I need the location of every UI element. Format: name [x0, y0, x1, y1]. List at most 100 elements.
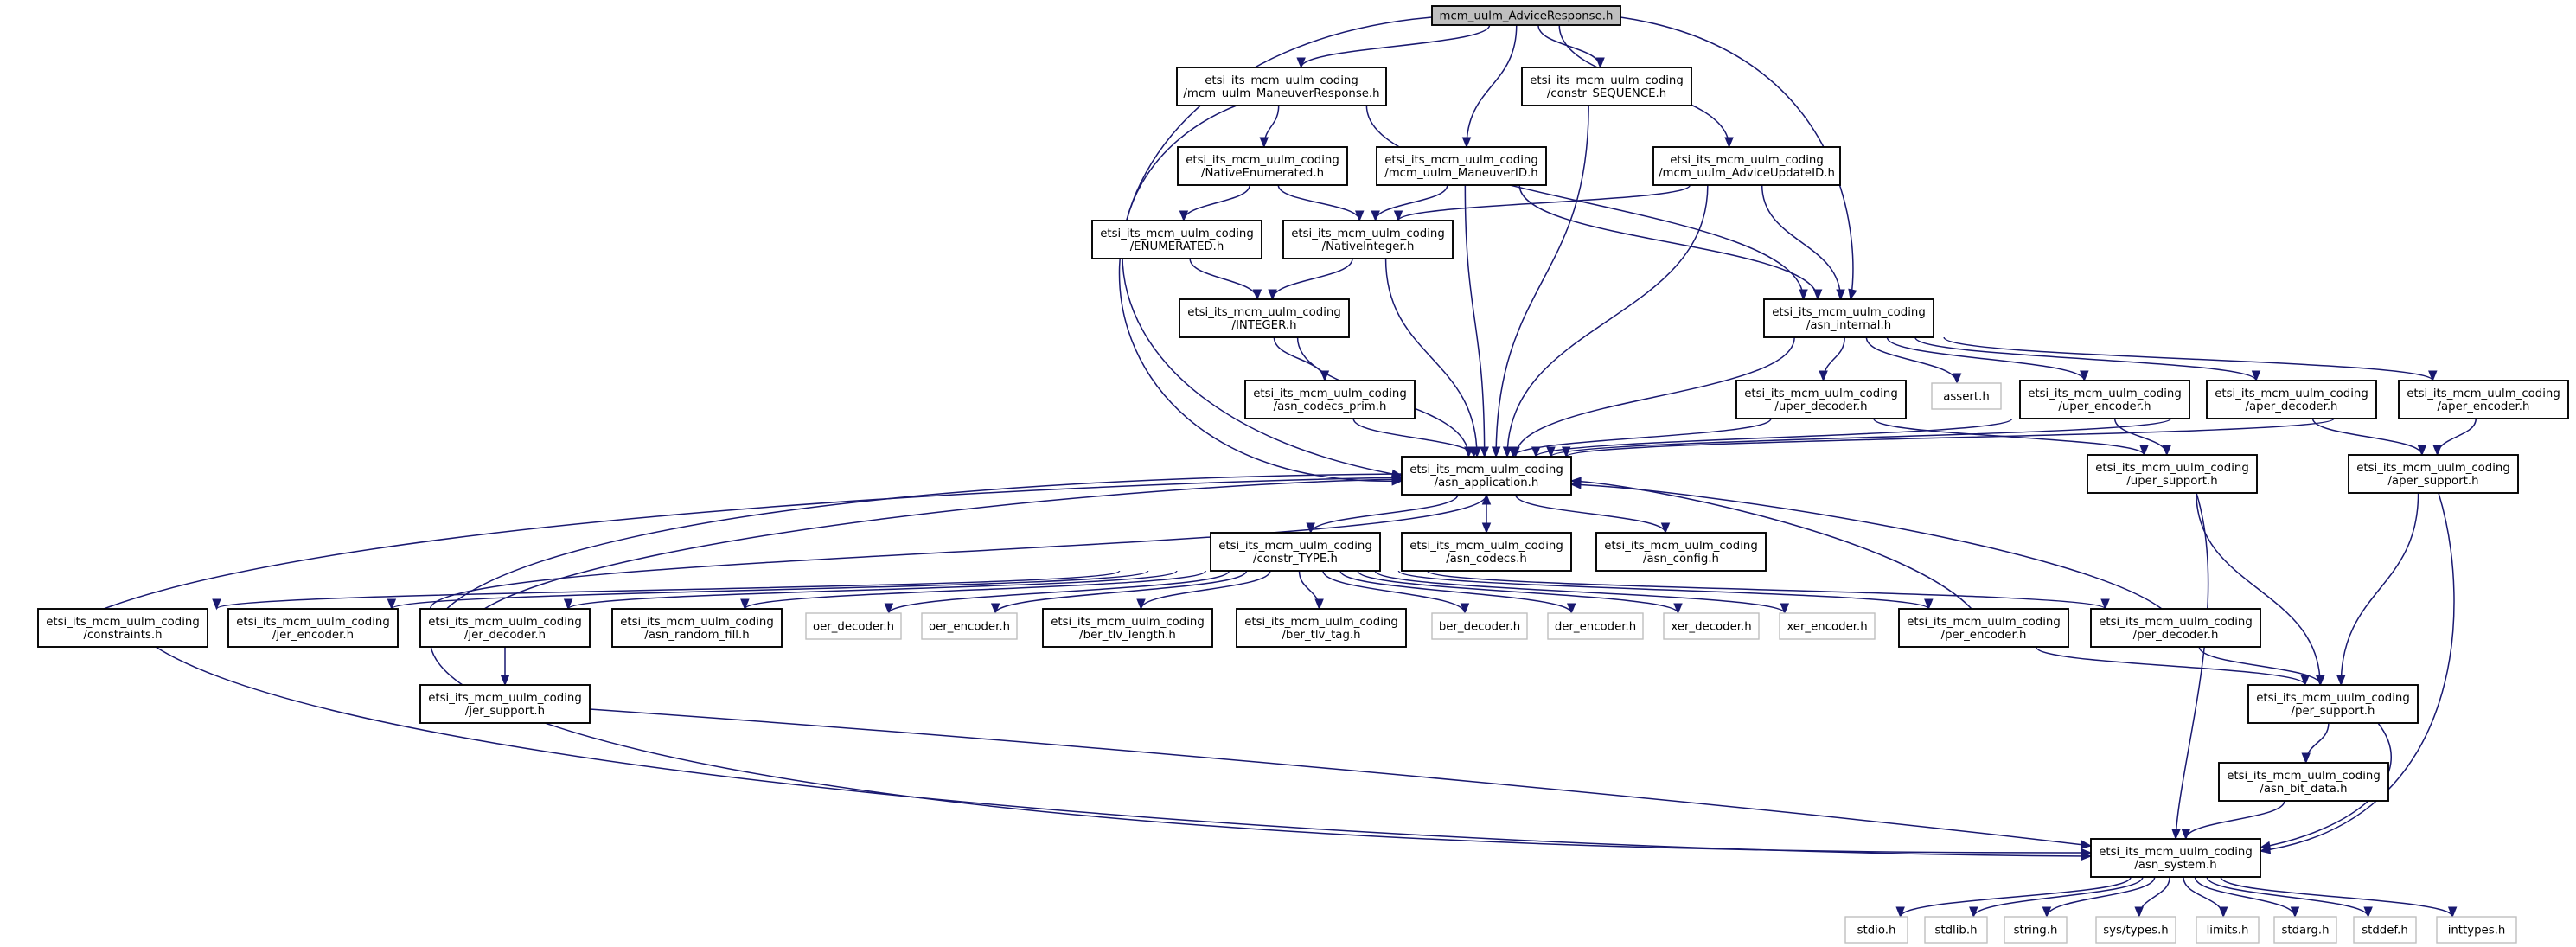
edge-upersupport-to-asnsystem	[2171, 492, 2209, 841]
node-box[interactable]	[2398, 380, 2569, 419]
arrowhead	[2162, 445, 2172, 457]
node-label-line: /asn_bit_data.h	[2260, 783, 2347, 796]
node--enumerated-h[interactable]: etsi_its_mcm_uulm_coding/ENUMERATED.h	[1091, 220, 1262, 259]
node-label-line: /per_decoder.h	[2133, 629, 2219, 642]
arrowhead	[2336, 675, 2346, 687]
node-label-line: etsi_its_mcm_uulm_coding	[1409, 540, 1563, 553]
edge-root-to-maneuverresponse	[1296, 24, 1491, 69]
node--asn-system-h[interactable]: etsi_its_mcm_uulm_coding/asn_system.h	[2090, 838, 2261, 878]
node--ber-tlv-tag-h[interactable]: etsi_its_mcm_uulm_coding/ber_tlv_tag.h	[1236, 608, 1407, 648]
node-box[interactable]	[2087, 454, 2258, 494]
node--asn-codecs-prim-h[interactable]: etsi_its_mcm_uulm_coding/asn_codecs_prim…	[1244, 380, 1416, 419]
node-label-line: etsi_its_mcm_uulm_coding	[2095, 462, 2249, 475]
node-box[interactable]	[2348, 454, 2519, 494]
node-box[interactable]	[1282, 220, 1454, 259]
node-stddef-h: stddef.h	[2353, 916, 2417, 944]
node--constr-type-h[interactable]: etsi_its_mcm_uulm_coding/constr_TYPE.h	[1210, 532, 1381, 572]
node-box[interactable]	[1177, 146, 1348, 186]
node-box[interactable]	[2090, 838, 2261, 878]
edge-asnsystem-to-stdio	[1895, 876, 2132, 918]
edge-asnsystem-to-stdarg	[2194, 876, 2300, 918]
edge-enumerated-to-integer	[1189, 258, 1262, 301]
node-label-line: etsi_its_mcm_uulm_coding	[1100, 227, 1254, 240]
edge-nativeenum-to-enumerated	[1179, 184, 1250, 222]
node-box[interactable]	[2247, 684, 2419, 724]
node-box[interactable]	[419, 684, 591, 724]
node-box[interactable]	[227, 608, 399, 648]
node-box[interactable]	[37, 608, 208, 648]
node-box[interactable]	[1401, 532, 1572, 572]
node--aper-encoder-h[interactable]: etsi_its_mcm_uulm_coding/aper_encoder.h	[2398, 380, 2569, 419]
node--asn-internal-h[interactable]: etsi_its_mcm_uulm_coding/asn_internal.h	[1763, 298, 1934, 338]
node-box[interactable]	[1236, 608, 1407, 648]
node-box[interactable]	[1091, 220, 1262, 259]
edge-line	[994, 570, 1248, 614]
node--integer-h[interactable]: etsi_its_mcm_uulm_coding/INTEGER.h	[1179, 298, 1350, 338]
node-box[interactable]	[1521, 67, 1692, 106]
edge-line	[1309, 494, 1459, 534]
node--constraints-h[interactable]: etsi_its_mcm_uulm_coding/constraints.h	[37, 608, 208, 648]
node-box[interactable]	[2019, 380, 2190, 419]
edge-maneuverid-to-nativeint	[1371, 184, 1448, 222]
node-label-line: etsi_its_mcm_uulm_coding	[2215, 387, 2368, 400]
node-box[interactable]	[1042, 608, 1213, 648]
node-box[interactable]	[1401, 456, 1572, 496]
edge-line	[2183, 876, 2224, 918]
node-label-line: /mcm_uulm_ManeuverID.h	[1384, 167, 1537, 180]
node--nativeenumerated-h[interactable]: etsi_its_mcm_uulm_coding/NativeEnumerate…	[1177, 146, 1348, 186]
node--jer-decoder-h[interactable]: etsi_its_mcm_uulm_coding/jer_decoder.h	[419, 608, 591, 648]
node-box[interactable]	[1735, 380, 1907, 419]
node--asn-bit-data-h[interactable]: etsi_its_mcm_uulm_coding/asn_bit_data.h	[2218, 762, 2389, 802]
node-box[interactable]	[1763, 298, 1934, 338]
node-box[interactable]	[1595, 532, 1767, 572]
node--asn-config-h[interactable]: etsi_its_mcm_uulm_coding/asn_config.h	[1595, 532, 1767, 572]
node--asn-application-h[interactable]: etsi_its_mcm_uulm_coding/asn_application…	[1401, 456, 1572, 496]
node-label-line: /uper_encoder.h	[2058, 400, 2151, 413]
node--mcm-uulm-maneuverid-h[interactable]: etsi_its_mcm_uulm_coding/mcm_uulm_Maneuv…	[1376, 146, 1547, 186]
node-box[interactable]	[2090, 608, 2261, 648]
node-box	[2273, 916, 2337, 944]
node--constr-sequence-h[interactable]: etsi_its_mcm_uulm_coding/constr_SEQUENCE…	[1521, 67, 1692, 106]
node--ber-tlv-length-h[interactable]: etsi_its_mcm_uulm_coding/ber_tlv_length.…	[1042, 608, 1213, 648]
node-box[interactable]	[2206, 380, 2377, 419]
node--per-encoder-h[interactable]: etsi_its_mcm_uulm_coding/per_encoder.h	[1898, 608, 2069, 648]
edge-asnsystem-to-limits	[2183, 876, 2228, 918]
node-box[interactable]	[1652, 146, 1841, 186]
node--aper-support-h[interactable]: etsi_its_mcm_uulm_coding/aper_support.h	[2348, 454, 2519, 494]
arrowhead	[500, 675, 510, 687]
node-box[interactable]	[1176, 67, 1387, 106]
node-box[interactable]	[1244, 380, 1416, 419]
node-box[interactable]	[419, 608, 591, 648]
node-box[interactable]	[1376, 146, 1547, 186]
node-box[interactable]	[1179, 298, 1350, 338]
node-box[interactable]	[2218, 762, 2389, 802]
node--per-support-h[interactable]: etsi_its_mcm_uulm_coding/per_support.h	[2247, 684, 2419, 724]
node-label-line: etsi_its_mcm_uulm_coding	[1186, 154, 1339, 167]
node--asn-random-fill-h[interactable]: etsi_its_mcm_uulm_coding/asn_random_fill…	[611, 608, 783, 648]
node--mcm-uulm-adviceupdateid-h[interactable]: etsi_its_mcm_uulm_coding/mcm_uulm_Advice…	[1652, 146, 1841, 186]
edge-line	[2185, 800, 2285, 840]
node--nativeinteger-h[interactable]: etsi_its_mcm_uulm_coding/NativeInteger.h	[1282, 220, 1454, 259]
node--uper-support-h[interactable]: etsi_its_mcm_uulm_coding/uper_support.h	[2087, 454, 2258, 494]
node-box[interactable]	[1210, 532, 1381, 572]
node-box[interactable]	[611, 608, 783, 648]
node--aper-decoder-h[interactable]: etsi_its_mcm_uulm_coding/aper_decoder.h	[2206, 380, 2377, 419]
arrowhead	[1895, 906, 1905, 918]
edge-maneuverid-to-asninternal	[1518, 184, 1823, 301]
node--per-decoder-h[interactable]: etsi_its_mcm_uulm_coding/per_decoder.h	[2090, 608, 2261, 648]
node--mcm-uulm-maneuverresponse-h[interactable]: etsi_its_mcm_uulm_coding/mcm_uulm_Maneuv…	[1176, 67, 1387, 106]
node--jer-support-h[interactable]: etsi_its_mcm_uulm_coding/jer_support.h	[419, 684, 591, 724]
edge-line	[2194, 876, 2296, 918]
node--asn-codecs-h[interactable]: etsi_its_mcm_uulm_coding/asn_codecs.h	[1401, 532, 1572, 572]
node--jer-encoder-h[interactable]: etsi_its_mcm_uulm_coding/jer_encoder.h	[227, 608, 399, 648]
node--uper-decoder-h[interactable]: etsi_its_mcm_uulm_coding/uper_decoder.h	[1735, 380, 1907, 419]
arrowhead	[1481, 522, 1492, 534]
arrowhead	[1952, 373, 1962, 385]
edge-line	[429, 473, 2092, 854]
edge-line	[1300, 24, 1491, 68]
edge-constrtype-to-constraints	[212, 570, 1121, 611]
node--uper-encoder-h[interactable]: etsi_its_mcm_uulm_coding/uper_encoder.h	[2019, 380, 2190, 419]
edge-uperenc-to-upersupport	[2113, 418, 2172, 457]
arrowhead	[2080, 840, 2093, 849]
node-box[interactable]	[1898, 608, 2069, 648]
